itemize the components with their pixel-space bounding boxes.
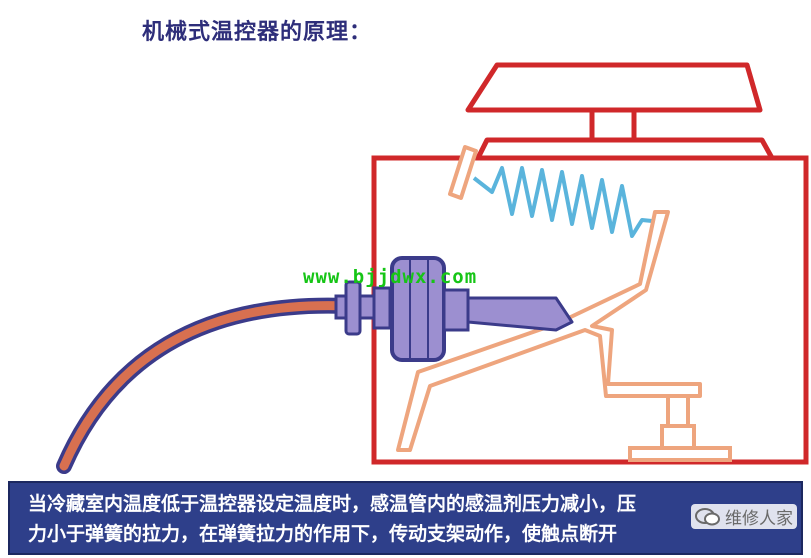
spring-bracket: [448, 145, 478, 200]
watermark: www.bjjdwx.com: [303, 266, 478, 288]
caption-line-2: 力小于弹簧的拉力，在弹簧拉力的作用下，传动支架动作，使触点断开: [28, 523, 618, 545]
coupling-flange: [372, 286, 392, 330]
brand-logo: 维修人家: [691, 504, 797, 529]
tension-spring: [472, 166, 663, 238]
contact-block: [660, 424, 696, 450]
logo-text: 维修人家: [725, 509, 793, 529]
sensing-tube: [59, 301, 353, 471]
caption-box: 当冷藏室内温度低于温控器设定温度时，感温管内的感温剂压力减小，压 力小于弹簧的拉…: [8, 481, 803, 555]
contact-base: [628, 446, 732, 462]
contact-post: [666, 394, 690, 428]
wechat-icon: [695, 507, 720, 525]
knob-base: [475, 137, 775, 161]
knob-cap: [465, 62, 763, 113]
diagram-title: 机械式温控器的原理：: [142, 20, 373, 45]
push-rod-arm: [466, 296, 574, 332]
caption-line-1: 当冷藏室内温度低于温控器设定温度时，感温管内的感温剂压力减小，压: [28, 493, 637, 515]
transmission-lever: [396, 210, 702, 452]
coupling-nut: [344, 280, 362, 336]
push-rod: [442, 288, 470, 332]
knob-shaft: [589, 107, 637, 143]
